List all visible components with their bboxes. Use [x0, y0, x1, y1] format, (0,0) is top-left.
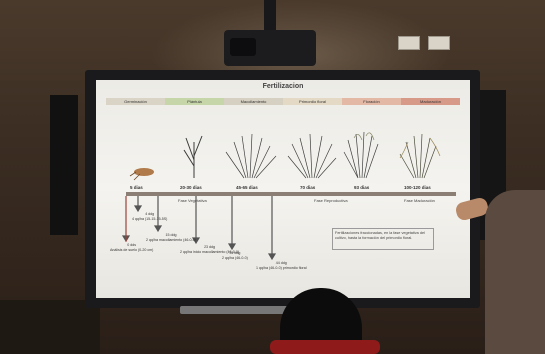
stage-label: Maduración: [401, 98, 460, 105]
application-timing: 0 dds: [127, 243, 137, 247]
seedling-icon: [183, 135, 203, 178]
stage-label: Germinación: [106, 98, 165, 105]
projector-mount: [264, 0, 276, 30]
slide-note-box: Fertilizaciones fraccionadas, en la fase…: [332, 228, 434, 250]
day-label: 93 dias: [354, 185, 370, 190]
wall-outlet: [398, 36, 420, 50]
left-speaker: [50, 95, 78, 235]
application-timing: 34 ddg: [229, 251, 241, 255]
projector-lens: [230, 38, 256, 56]
application-item: 34 ddg 2 qq/ha (46-0-0): [222, 251, 248, 260]
tillering-plant-icon: [225, 133, 277, 179]
day-label: 70 dias: [300, 185, 316, 190]
application-detail: 2 qq/ha macollamiento (46-0-0): [146, 237, 196, 242]
presenter: [485, 190, 545, 354]
wall-outlet: [428, 36, 450, 50]
growth-stage-bar: Germinación Plántula Macollamiento Primo…: [106, 98, 460, 105]
application-timing: 4 ddg: [145, 212, 155, 216]
projected-slide: Fertilizacion Germinación Plántula Macol…: [96, 80, 470, 298]
fertilizer-arrows: [121, 196, 277, 261]
flowering-plant-icon: [343, 131, 379, 179]
seed-icon: [129, 168, 154, 181]
application-detail: 4 qq/ha (15-15-15-5S): [132, 216, 168, 221]
phase-label: Fase Vegetativa: [178, 198, 207, 203]
slide-title: Fertilizacion: [262, 83, 304, 90]
phase-label: Fase Maduración: [404, 198, 435, 203]
panicle-initiation-plant-icon: [287, 133, 337, 179]
whiteboard-pen-tray: [180, 306, 350, 314]
application-item: 4 ddg 4 qq/ha (15-15-15-5S): [132, 212, 167, 221]
red-cap: [270, 340, 380, 354]
dark-corner: [0, 300, 100, 354]
application-detail: 1 qq/ha (46-0-0) primordio floral: [256, 265, 307, 270]
day-label: 45-65 dias: [236, 185, 258, 190]
phase-label: Fase Reproductiva: [314, 198, 348, 203]
ceiling-projector: [224, 0, 316, 66]
stage-label: Floración: [342, 98, 401, 105]
stage-label: Plántula: [165, 98, 224, 105]
day-label: 5 dias: [130, 185, 143, 190]
application-detail: 2 qq/ha inicio macollamiento (46-0-0): [180, 249, 240, 254]
crop-timeline-bar: [126, 192, 456, 196]
day-label: 100-120 dias: [404, 185, 431, 190]
day-label: 20-30 dias: [180, 185, 202, 190]
stage-label: Macollamiento: [224, 98, 283, 105]
application-timing: 23 ddg: [204, 245, 216, 249]
application-item: 44 ddg 1 qq/ha (46-0-0) primordio floral: [256, 261, 307, 270]
application-timing: 15 ddg: [165, 233, 177, 237]
application-item: 23 ddg 2 qq/ha inicio macollamiento (46-…: [180, 245, 239, 254]
application-item: 0 dds Análisis de suelo (0-20 cm): [110, 243, 153, 252]
application-detail: Análisis de suelo (0-20 cm): [110, 247, 154, 252]
application-item: 15 ddg 2 qq/ha macollamiento (46-0-0): [146, 233, 196, 242]
stage-label: Primordio floral: [283, 98, 342, 105]
application-detail: 2 qq/ha (46-0-0): [222, 255, 248, 260]
rice-growth-illustrations: [129, 131, 441, 181]
application-timing: 44 ddg: [275, 261, 287, 265]
mature-plant-icon: [399, 133, 441, 179]
